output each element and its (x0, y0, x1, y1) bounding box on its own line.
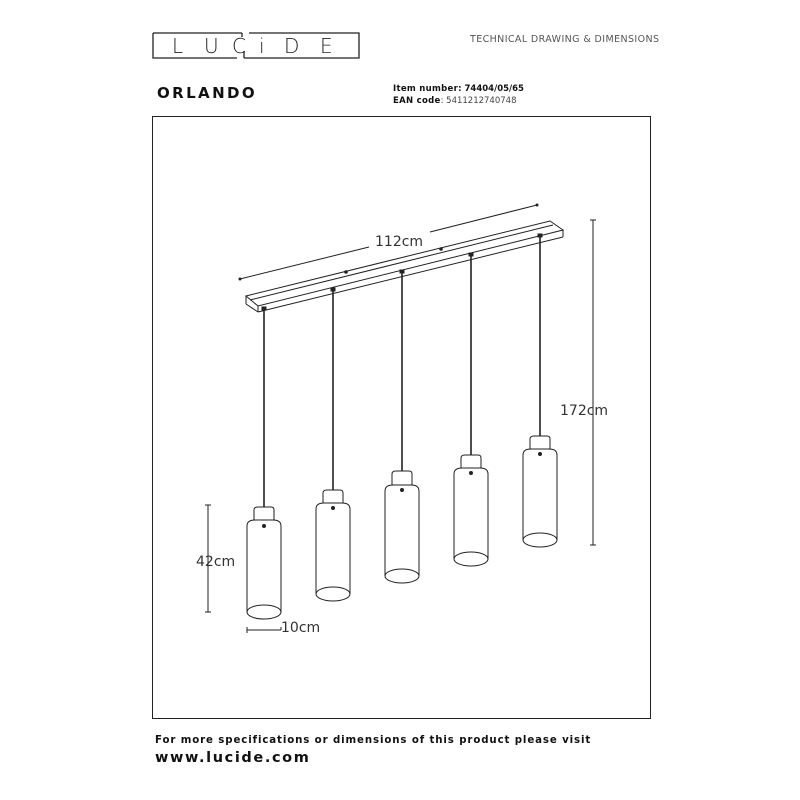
item-number-value: 74404/05/65 (464, 84, 524, 94)
logo-letter-c: C (232, 34, 246, 58)
section-title: TECHNICAL DRAWING & DIMENSIONS (470, 34, 660, 45)
ean-label: EAN code (393, 96, 441, 106)
ean-row: EAN code: 5411212740748 (393, 96, 517, 106)
lucide-logo: L U C i D E (152, 32, 360, 59)
product-name: ORLANDO (157, 84, 258, 102)
logo-letter-u: U (204, 34, 219, 58)
logo-letter-l: L (172, 34, 183, 58)
item-number-label: Item number: (393, 84, 462, 94)
item-number-row: Item number: 74404/05/65 (393, 83, 524, 95)
footer-website-link[interactable]: www.lucide.com (155, 750, 311, 766)
footer-info-text: For more specifications or dimensions of… (155, 735, 592, 746)
product-meta: Item number: 74404/05/65 EAN code: 54112… (393, 83, 524, 107)
logo-letter-d: D (284, 34, 299, 58)
logo-letter-e: E (320, 34, 333, 58)
logo-letter-i: i (259, 34, 265, 58)
drawing-frame (152, 116, 651, 719)
ean-value: 5411212740748 (446, 96, 517, 106)
